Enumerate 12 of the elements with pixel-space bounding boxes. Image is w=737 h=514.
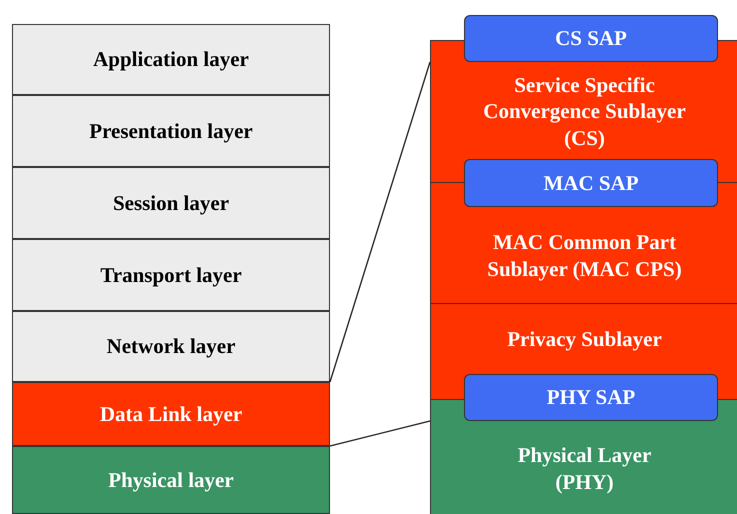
layer-box: Application layer [12, 24, 330, 95]
sap-box: MAC SAP [464, 159, 718, 207]
layer-box: Network layer [12, 311, 330, 382]
layer-box: Physical layer [12, 446, 330, 514]
layer-box: Presentation layer [12, 95, 330, 167]
sap-box: PHY SAP [464, 374, 718, 421]
layer-box: Transport layer [12, 239, 330, 311]
layer-box: Data Link layer [12, 382, 330, 446]
connector-line [330, 420, 430, 447]
connector-line [329, 62, 431, 382]
sap-box: CS SAP [464, 15, 718, 62]
layer-box: Session layer [12, 167, 330, 239]
